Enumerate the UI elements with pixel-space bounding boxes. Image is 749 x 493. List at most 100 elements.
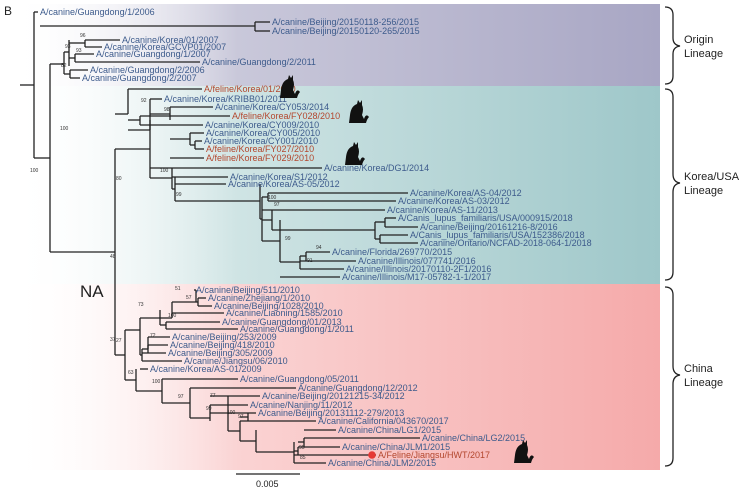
korea-usa-lineage-band [10, 86, 660, 284]
bootstrap-support-value: 80 [116, 176, 122, 182]
bootstrap-support-value: 98 [164, 107, 170, 113]
taxon-label: A/canine/California/043670/2017 [318, 416, 449, 426]
bootstrap-support-value: 94 [316, 245, 322, 251]
bootstrap-support-value: 100 [60, 126, 69, 132]
bootstrap-support-value: 72 [150, 333, 156, 339]
origin-lineage-band [10, 4, 660, 86]
segment-label: NA [80, 282, 104, 301]
taxon-label: A/canine/Beijing/511/2010 [196, 285, 300, 295]
taxon-label: A/canine/Korea/AS-01/2009 [150, 364, 262, 374]
taxon-label: A/canine/Jiangsu/06/2010 [184, 356, 288, 366]
scale-bar-label: 0.005 [256, 479, 279, 489]
taxon-label: A/canine/Korea/AS-11/2013 [387, 205, 498, 215]
taxon-label: A/canine/Guangdong/01/2013 [222, 317, 342, 327]
taxon-label: A/canine/Florida/269770/2015 [332, 247, 452, 257]
bootstrap-support-value: 100 [160, 168, 169, 174]
china-lineage-band [10, 284, 660, 470]
bootstrap-support-value: 95 [299, 445, 305, 451]
taxon-label: A/canine/Korea/GCVP01/2007 [104, 42, 226, 52]
china-lineage-title: China [684, 363, 714, 375]
taxon-label: A/canine/Guangdong/2/2006 [90, 65, 205, 75]
taxon-label: A/canine/Korea/CY005/2010 [206, 128, 320, 138]
bootstrap-support-value: 73 [138, 302, 144, 308]
taxon-label: A/canine/Beijing/20131112-279/2013 [258, 408, 404, 418]
taxon-label: A/canine/Beijing/20150118-256/2015 [272, 17, 419, 27]
origin-lineage-brace [664, 6, 681, 85]
cat-silhouette-icon [514, 440, 534, 463]
bootstrap-support-value: 82 [61, 63, 67, 69]
bootstrap-support-value: 97 [274, 202, 280, 208]
taxon-label: A/feline/Korea/FY027/2010 [206, 144, 314, 154]
taxon-label: A/canine/Guangdong/12/2012 [298, 383, 418, 393]
taxon-label: A/canine/Liaoning/1585/2010 [226, 308, 343, 318]
taxon-label: A/canine/Beijing/253/2009 [172, 332, 277, 342]
taxon-label: A/canine/Guangdong/1/2006 [40, 7, 155, 17]
bootstrap-support-value: 27 [116, 338, 122, 344]
bootstrap-support-value: 100 [268, 195, 277, 201]
taxon-label: A/canine/Beijing/1028/2010 [214, 301, 324, 311]
taxon-label: A/canine/Korea/KRIBB01/2011 [164, 94, 287, 104]
taxon-label: A/canine/Korea/CY001/2010 [204, 136, 318, 146]
bootstrap-support-value: 96 [80, 33, 86, 39]
bootstrap-support-value: 51 [175, 286, 181, 292]
taxon-label: A/Canis_lupus_familiaris/USA/000915/2018 [398, 213, 573, 223]
taxon-label: A/canine/Illinois/20170110-2F1/2016 [346, 264, 491, 274]
taxon-label: A/canine/Korea/CY053/2014 [215, 102, 329, 112]
taxon-label: A/canine/China/JLM1/2015 [342, 442, 450, 452]
taxon-label: A/canine/Guangdong/1/2007 [96, 49, 211, 59]
bootstrap-support-value: 99 [176, 192, 182, 198]
taxon-label: A/canine/Korea/AS-03/2012 [398, 196, 510, 206]
panel-label: B [4, 4, 12, 18]
taxon-label: A/canine/China/JLM2/2015 [328, 458, 436, 468]
bootstrap-support-value: 100 [152, 379, 161, 385]
taxon-label: A/canine/China/LG1/2015 [338, 425, 441, 435]
taxon-label: A/canine/Korea/CY009/2010 [205, 120, 319, 130]
bootstrap-support-value: 85 [300, 455, 306, 461]
taxon-label: A/Feline/Jiangsu/HWT/2017 [378, 450, 490, 460]
bootstrap-support-value: 97 [178, 394, 184, 400]
taxon-label: A/canine/Guangdong/2/2007 [82, 73, 197, 83]
taxon-label: A/canine/Korea/01/2007 [122, 35, 219, 45]
taxon-label: A/feline/Korea/01/2010 [204, 84, 296, 94]
bootstrap-support-value: 37 [110, 337, 116, 343]
taxon-label: A/canine/Guangdong/1/2011 [240, 324, 354, 334]
taxon-label: A/canine/Beijing/305/2009 [168, 348, 273, 358]
bootstrap-support-value: 100 [30, 168, 39, 174]
taxon-label: A/Canis_lupus_familiaris/USA/152386/2018 [410, 230, 585, 240]
highlight-dot [368, 451, 376, 459]
taxon-label: A/canine/Korea/AS-05/2012 [228, 179, 340, 189]
korea-usa-lineage-subtitle: Lineage [684, 185, 723, 197]
china-lineage-subtitle: Lineage [684, 377, 723, 389]
taxon-label: A/canine/Guangdong/05/2011 [240, 374, 359, 384]
origin-lineage-subtitle: Lineage [684, 48, 723, 60]
taxon-label: A/canine/Ontario/NCFAD-2018-064-1/2018 [420, 238, 592, 248]
cat-silhouette-icon [280, 75, 300, 98]
taxon-label: A/canine/Korea/AS-04/2012 [410, 188, 522, 198]
phylogenetic-tree: 9693938298921009794919910099100805751100… [20, 7, 592, 468]
bootstrap-support-value: 57 [186, 295, 192, 301]
bootstrap-support-value: 100 [168, 313, 177, 319]
cat-silhouette-icon [345, 142, 365, 165]
bootstrap-support-value: 99 [206, 406, 212, 412]
taxon-label: A/canine/China/LG2/2015 [422, 433, 525, 443]
taxon-label: A/feline/Korea/FY029/2010 [206, 153, 314, 163]
taxon-label: A/canine/Guangdong/2/2011 [202, 57, 316, 67]
bootstrap-support-value: 99 [285, 236, 291, 242]
taxon-label: A/canine/Zhejiang/1/2010 [208, 293, 310, 303]
korea-usa-lineage-brace [664, 88, 681, 281]
taxon-label: A/canine/Korea/DG1/2014 [324, 163, 429, 173]
taxon-label: A/canine/Korea/S1/2012 [230, 172, 328, 182]
bootstrap-support-value: 63 [128, 370, 134, 376]
bootstrap-support-value: 92 [141, 98, 147, 104]
taxon-label: A/canine/Illinois/M17-05782-1-1/2017 [342, 272, 491, 282]
china-lineage-brace [664, 286, 681, 467]
taxon-label: A/canine/Beijing/20161216-8/2016 [420, 222, 558, 232]
taxon-label: A/feline/Korea/FY028/2010 [232, 111, 340, 121]
origin-lineage-title: Origin [684, 34, 713, 46]
taxon-label: A/canine/Beijing/418/2010 [170, 340, 275, 350]
bootstrap-support-value: 48 [110, 254, 116, 260]
korea-usa-lineage-title: Korea/USA [684, 171, 740, 183]
taxon-label: A/canine/Beijing/20150120-265/2015 [272, 26, 420, 36]
bootstrap-support-value: 93 [65, 44, 71, 50]
